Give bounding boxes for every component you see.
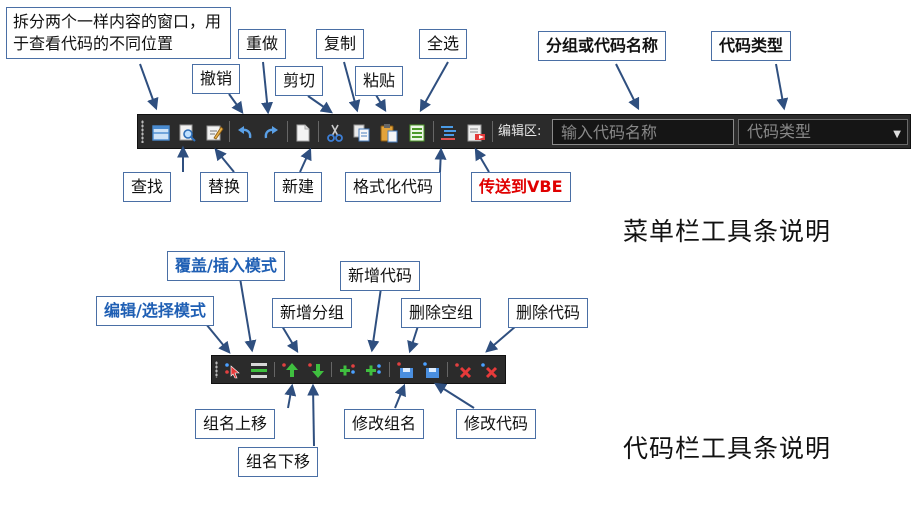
find-icon bbox=[179, 124, 196, 142]
add-code-icon bbox=[366, 364, 381, 376]
callout-rename-group: 修改组名 bbox=[344, 409, 425, 439]
send-to-vbe-button[interactable] bbox=[465, 122, 487, 144]
callout-group-move-down: 组名下移 bbox=[238, 447, 319, 477]
code-type-select-value: 代码类型 bbox=[747, 122, 812, 141]
callout-edit-code: 修改代码 bbox=[456, 409, 537, 439]
delete-code-button[interactable] bbox=[479, 360, 499, 380]
callout-cut: 剪切 bbox=[275, 66, 324, 96]
callout-edit-select-mode: 编辑/选择模式 bbox=[96, 296, 214, 326]
find-button[interactable] bbox=[176, 122, 198, 144]
callout-delete-code: 删除代码 bbox=[508, 298, 589, 328]
edit-code-button[interactable] bbox=[421, 360, 441, 380]
menu-toolbar-caption: 菜单栏工具条说明 bbox=[623, 217, 832, 246]
code-toolbar bbox=[211, 355, 506, 384]
code-type-select[interactable]: 代码类型 ▼ bbox=[738, 119, 908, 145]
redo-icon bbox=[264, 126, 278, 139]
callout-add-group: 新增分组 bbox=[272, 298, 353, 328]
callout-group-or-code-name: 分组或代码名称 bbox=[538, 31, 667, 61]
callout-group-move-up: 组名上移 bbox=[195, 409, 276, 439]
callout-find: 查找 bbox=[123, 172, 172, 202]
replace-button[interactable] bbox=[203, 122, 225, 144]
delete-code-icon bbox=[481, 363, 498, 379]
callout-split-window: 拆分两个一样内容的窗口，用于查看代码的不同位置 bbox=[6, 7, 231, 59]
rename-group-button[interactable] bbox=[395, 360, 415, 380]
copy-icon bbox=[353, 124, 370, 142]
replace-icon bbox=[206, 125, 224, 141]
split-window-icon bbox=[152, 125, 170, 141]
format-code-button[interactable] bbox=[438, 122, 460, 144]
add-group-button[interactable] bbox=[337, 360, 357, 380]
delete-group-icon bbox=[455, 363, 472, 379]
edit-select-mode-button[interactable] bbox=[222, 360, 242, 380]
callout-add-code: 新增代码 bbox=[340, 261, 421, 291]
code-toolbar-caption: 代码栏工具条说明 bbox=[623, 434, 832, 463]
send-to-vbe-icon bbox=[467, 124, 485, 142]
select-all-icon bbox=[409, 124, 425, 142]
callout-undo: 撤销 bbox=[192, 64, 241, 94]
rename-group-icon bbox=[397, 362, 413, 378]
new-button[interactable] bbox=[292, 122, 314, 144]
callout-new: 新建 bbox=[274, 172, 323, 202]
group-move-down-button[interactable] bbox=[306, 360, 326, 380]
code-name-input[interactable] bbox=[552, 119, 734, 145]
paste-button[interactable] bbox=[378, 122, 400, 144]
add-group-icon bbox=[340, 364, 355, 376]
scissors-icon bbox=[327, 124, 343, 142]
callout-copy: 复制 bbox=[316, 29, 365, 59]
cursor-mode-icon bbox=[225, 363, 240, 379]
add-code-button[interactable] bbox=[363, 360, 383, 380]
menu-toolbar: 编辑区: 代码类型 ▼ bbox=[137, 114, 911, 149]
toolbar-grip[interactable] bbox=[215, 361, 218, 378]
undo-icon bbox=[238, 126, 252, 139]
callout-format-code: 格式化代码 bbox=[345, 172, 442, 202]
format-code-icon bbox=[441, 126, 456, 140]
overwrite-insert-mode-button[interactable] bbox=[249, 360, 269, 380]
copy-button[interactable] bbox=[351, 122, 373, 144]
group-move-up-button[interactable] bbox=[280, 360, 300, 380]
redo-button[interactable] bbox=[260, 122, 282, 144]
edit-code-icon bbox=[423, 362, 439, 378]
arrow-up-icon bbox=[282, 363, 298, 377]
edit-area-label: 编辑区: bbox=[498, 124, 542, 139]
insert-mode-icon bbox=[251, 363, 267, 378]
callout-send-to-vbe: 传送到VBE bbox=[471, 172, 571, 202]
select-all-button[interactable] bbox=[406, 122, 428, 144]
callout-redo: 重做 bbox=[238, 29, 287, 59]
callout-delete-empty-group: 删除空组 bbox=[401, 298, 482, 328]
split-window-button[interactable] bbox=[150, 122, 172, 144]
paste-icon bbox=[380, 124, 398, 143]
chevron-down-icon: ▼ bbox=[893, 129, 901, 140]
callout-overwrite-insert-mode: 覆盖/插入模式 bbox=[167, 251, 285, 281]
callout-replace: 替换 bbox=[200, 172, 249, 202]
callout-paste: 粘贴 bbox=[355, 66, 404, 96]
callout-select-all: 全选 bbox=[419, 29, 468, 59]
arrow-down-icon bbox=[308, 363, 324, 378]
cut-button[interactable] bbox=[324, 122, 346, 144]
undo-button[interactable] bbox=[234, 122, 256, 144]
callout-code-type: 代码类型 bbox=[711, 31, 792, 61]
new-document-icon bbox=[296, 124, 310, 142]
toolbar-grip[interactable] bbox=[141, 120, 144, 143]
delete-empty-group-button[interactable] bbox=[453, 360, 473, 380]
